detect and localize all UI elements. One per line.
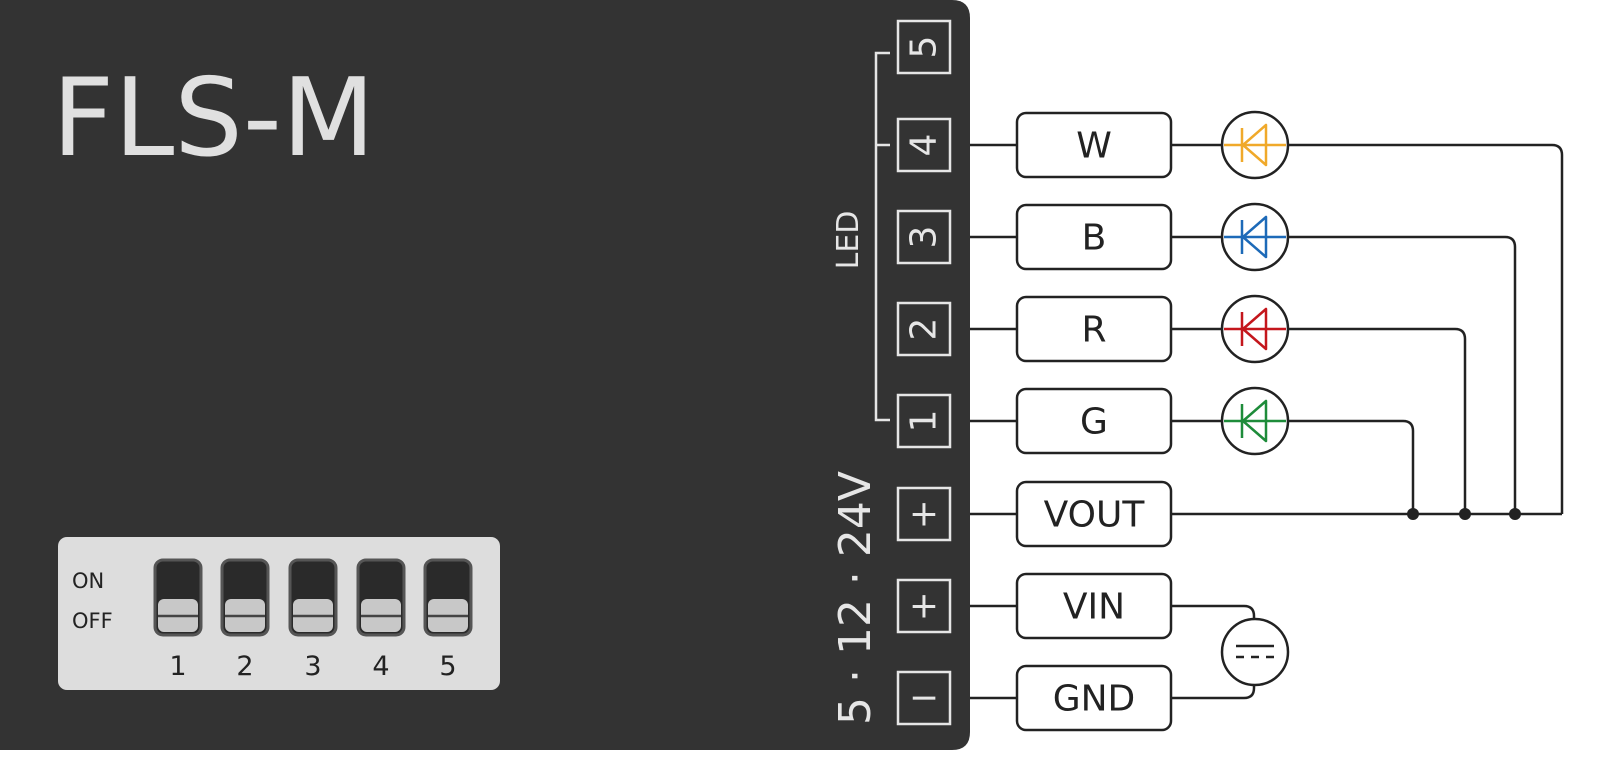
terminal-box [896,209,952,265]
terminal-box [896,117,952,173]
terminal-4: 1 [896,393,952,449]
dip-switch-4[interactable]: 4 [356,558,406,682]
terminal-box [896,393,952,449]
terminal-label: 4 [904,134,945,157]
connection-label: VIN [1063,587,1125,628]
dip-switch-3[interactable]: 3 [288,558,338,682]
dip-on-label: ON [72,569,104,593]
dip-switch-number: 1 [169,651,186,682]
led-return-wire [1171,143,1564,514]
terminal-box [896,486,952,542]
led-diode-icon [1220,386,1290,456]
terminal-box [896,301,952,357]
terminal-label: − [909,678,939,719]
connection-b: B [1015,202,1290,272]
terminal-label: 3 [904,226,945,249]
terminal-label: 1 [904,410,945,433]
connection-label-box [1015,111,1173,179]
terminal-5: + [896,486,952,542]
connection-vout: VOUT [1015,480,1173,548]
connection-label-box [1015,664,1173,732]
terminal-0: 5 [896,19,952,75]
connection-label: W [1076,126,1112,167]
junction-dot [1509,508,1521,520]
connection-label: G [1080,402,1108,443]
dip-switch-number: 2 [236,651,253,682]
connection-label: R [1081,310,1106,351]
terminal-1: 4 [896,117,952,173]
led-diode-icon [1220,202,1290,272]
connection-label: VOUT [1044,495,1146,536]
dip-switch-1[interactable]: 1 [153,558,203,682]
junction-dot [1407,508,1419,520]
led-group-label: LED [831,211,866,270]
connection-gnd: GND [1015,664,1173,732]
connection-r: R [1015,294,1290,364]
terminal-2: 3 [896,209,952,265]
connection-g: G [1015,386,1290,456]
junction-dot [1459,508,1471,520]
led-return-wire [1171,235,1517,514]
dip-switch-number: 3 [304,651,321,682]
terminal-box [896,670,952,726]
device-title: FLS-M [52,56,375,181]
connection-vin: VIN [1015,572,1173,640]
dip-switch-2[interactable]: 2 [220,558,270,682]
vin-wire [1171,604,1256,622]
connection-label: GND [1053,679,1136,720]
terminal-3: 2 [896,301,952,357]
connection-label-box [1015,387,1173,455]
terminal-label: 2 [904,318,945,341]
terminal-label: + [909,494,939,535]
terminal-label: + [909,586,939,627]
terminal-7: − [896,670,952,726]
terminal-box [896,578,952,634]
connection-label: B [1082,218,1107,259]
led-bracket: LED [831,51,890,422]
gnd-wire [1171,682,1256,700]
dip-off-label: OFF [72,609,113,633]
dip-switch-number: 5 [439,651,456,682]
led-diode-icon [1220,294,1290,364]
led-return-wire [1171,327,1467,514]
dc-power-source-icon [1220,617,1290,687]
led-return-wire [1171,419,1415,514]
connection-label-box [1015,203,1173,271]
terminal-label: 5 [904,36,945,59]
terminal-6: + [896,578,952,634]
connection-label-box [1015,480,1173,548]
connection-label-box [1015,295,1173,363]
dip-switch-5[interactable]: 5 [423,558,473,682]
voltage-label: 5 · 12 · 24V [830,471,881,725]
terminal-box [896,19,952,75]
dip-switch-block: ON OFF 1 2 3 4 5 [58,537,500,690]
led-diode-icon [1220,110,1290,180]
dip-switch-number: 4 [372,651,389,682]
connection-w: W [1015,110,1290,180]
connection-label-box [1015,572,1173,640]
